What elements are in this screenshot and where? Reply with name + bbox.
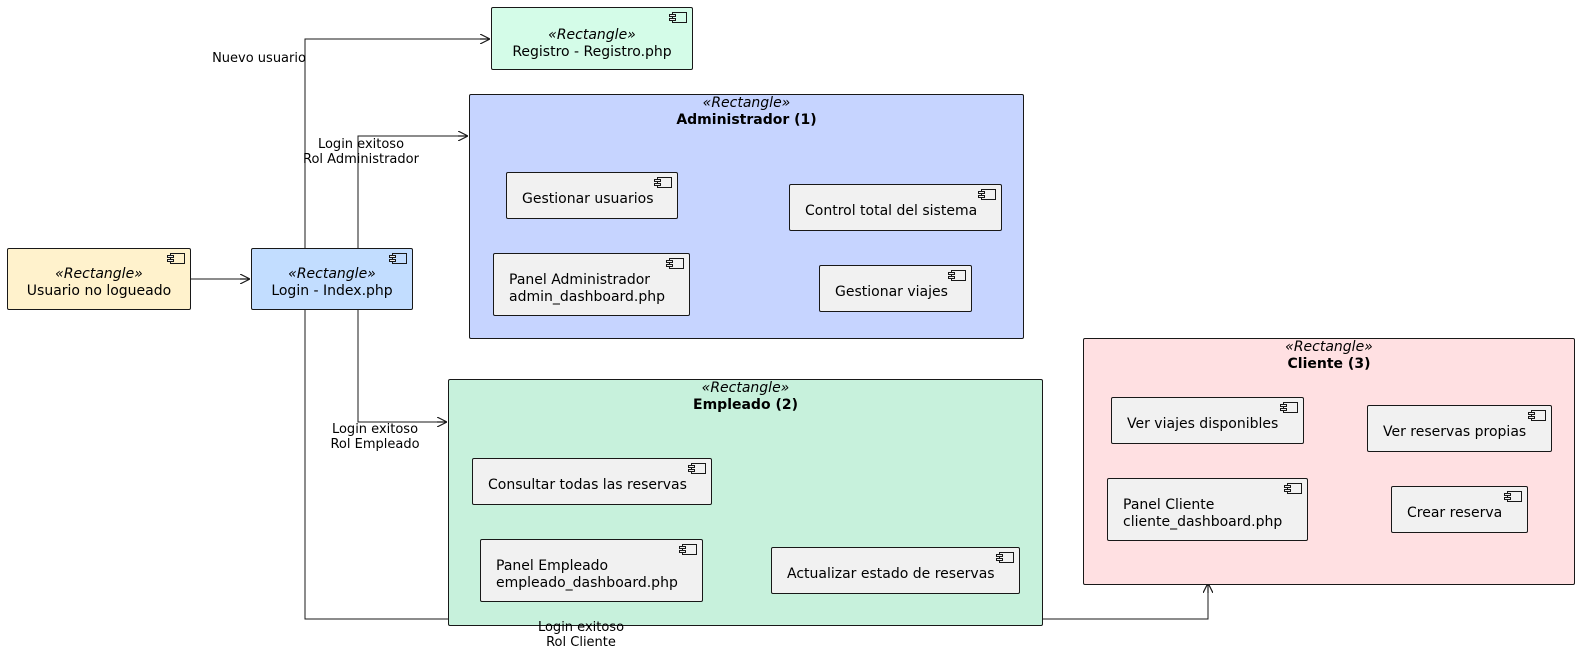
component-gestionar-viajes[interactable]: Gestionar viajes bbox=[819, 265, 972, 312]
component-actualizar-estado[interactable]: Actualizar estado de reservas bbox=[771, 547, 1020, 594]
edge-login-admin bbox=[357, 136, 468, 248]
component-label: Gestionar viajes bbox=[835, 284, 948, 300]
component-icon bbox=[389, 253, 407, 264]
component-icon bbox=[948, 270, 966, 281]
component-label: Consultar todas las reservas bbox=[488, 477, 687, 493]
component-consultar-reservas[interactable]: Consultar todas las reservas bbox=[472, 458, 712, 505]
component-label: Panel Empleado bbox=[496, 558, 609, 574]
component-label: Gestionar usuarios bbox=[522, 191, 654, 207]
component-panel-cliente[interactable]: Panel Cliente cliente_dashboard.php bbox=[1107, 478, 1308, 541]
component-label: Panel Administrador bbox=[509, 272, 651, 288]
component-ver-reservas[interactable]: Ver reservas propias bbox=[1367, 405, 1552, 452]
edge-login-registro bbox=[304, 39, 490, 248]
component-file: admin_dashboard.php bbox=[509, 289, 666, 305]
component-icon bbox=[666, 258, 684, 269]
component-crear-reserva[interactable]: Crear reserva bbox=[1391, 486, 1528, 533]
node-label: Registro - Registro.php bbox=[512, 44, 672, 60]
stereotype-label: «Rectangle» bbox=[1285, 339, 1373, 355]
component-icon bbox=[978, 189, 996, 200]
stereotype-label: «Rectangle» bbox=[701, 380, 790, 396]
stereotype-label: «Rectangle» bbox=[55, 266, 143, 282]
edge-label-nuevo-usuario: Nuevo usuario bbox=[212, 51, 306, 66]
component-label: Ver reservas propias bbox=[1383, 424, 1527, 440]
node-login[interactable]: «Rectangle» Login - Index.php bbox=[251, 248, 413, 310]
component-file: empleado_dashboard.php bbox=[496, 575, 678, 591]
component-icon bbox=[1280, 402, 1298, 413]
component-label: Control total del sistema bbox=[805, 203, 978, 219]
component-icon bbox=[1504, 491, 1522, 502]
component-panel-empleado[interactable]: Panel Empleado empleado_dashboard.php bbox=[480, 539, 703, 602]
component-icon bbox=[1284, 483, 1302, 494]
stereotype-label: «Rectangle» bbox=[702, 95, 791, 111]
component-label: Ver viajes disponibles bbox=[1127, 416, 1279, 432]
component-icon bbox=[679, 544, 697, 555]
group-cliente[interactable]: «Rectangle» Cliente (3) bbox=[1083, 338, 1575, 585]
component-icon bbox=[669, 12, 687, 23]
group-title: Empleado (2) bbox=[693, 397, 798, 413]
stereotype-label: «Rectangle» bbox=[288, 266, 376, 282]
edge-label-login-admin: Login exitoso Rol Administrador bbox=[303, 137, 419, 167]
component-icon bbox=[167, 253, 185, 264]
node-label: Login - Index.php bbox=[271, 283, 393, 299]
component-label: Crear reserva bbox=[1407, 505, 1503, 521]
group-title: Cliente (3) bbox=[1287, 356, 1371, 372]
component-icon bbox=[996, 552, 1014, 563]
node-registro[interactable]: «Rectangle» Registro - Registro.php bbox=[491, 7, 693, 70]
group-title: Administrador (1) bbox=[676, 112, 817, 128]
edge-login-empleado bbox=[357, 310, 447, 422]
component-label: Actualizar estado de reservas bbox=[787, 566, 995, 582]
component-control-total[interactable]: Control total del sistema bbox=[789, 184, 1002, 231]
component-label: Panel Cliente bbox=[1123, 497, 1215, 513]
component-gestionar-usuarios[interactable]: Gestionar usuarios bbox=[506, 172, 678, 219]
edge-label-login-empleado: Login exitoso Rol Empleado bbox=[330, 422, 420, 452]
node-usuario-no-logueado[interactable]: «Rectangle» Usuario no logueado bbox=[7, 248, 191, 310]
edge-label-login-cliente: Login exitoso Rol Cliente bbox=[537, 620, 625, 650]
node-label: Usuario no logueado bbox=[26, 283, 172, 299]
component-icon bbox=[1528, 410, 1546, 421]
stereotype-label: «Rectangle» bbox=[548, 27, 636, 43]
component-icon bbox=[688, 463, 706, 474]
component-panel-administrador[interactable]: Panel Administrador admin_dashboard.php bbox=[493, 253, 690, 316]
component-icon bbox=[654, 177, 672, 188]
component-file: cliente_dashboard.php bbox=[1123, 514, 1283, 530]
component-ver-viajes[interactable]: Ver viajes disponibles bbox=[1111, 397, 1304, 444]
